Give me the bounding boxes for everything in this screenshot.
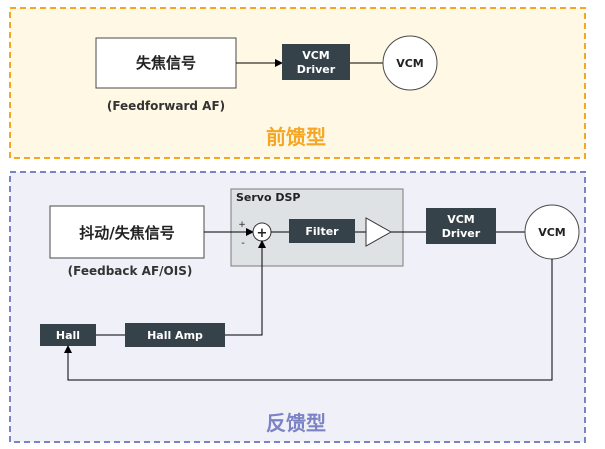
fb-driver-line2: Driver [442,227,481,240]
fb-path-vcm-to-hall [64,259,553,381]
hall-block [40,324,96,346]
amplifier-triangle [365,217,393,247]
servo-dsp-title: Servo DSP [236,191,300,204]
fb-vcm-label: VCM [538,226,566,239]
hall-label: Hall [56,329,80,342]
ff-section-title: 前馈型 [266,125,326,149]
ff-vcm-circle [382,35,438,91]
fb-section-title: 反馈型 [266,411,326,435]
filter-label: Filter [305,225,339,238]
fb-vcm-driver-block [426,208,496,244]
sum-minus-sign: - [241,238,245,249]
fb-signal-label: 抖动/失焦信号 [79,224,174,242]
ff-signal-box [95,37,237,89]
ff-vcm-label: VCM [396,57,424,70]
sum-symbol: + [257,226,268,241]
fb-caption: (Feedback AF/OIS) [68,264,193,278]
ff-signal-label: 失焦信号 [136,54,196,72]
feedback-section: Servo DSP 抖动/失焦信号 + + - Filter VCM Drive… [9,171,586,443]
feedforward-section: 失焦信号 VCM Driver VCM (Feedforward AF) 前馈型 [9,7,586,159]
fb-driver-line1: VCM [447,213,475,226]
ff-driver-line1: VCM [302,49,330,62]
ff-driver-line2: Driver [297,63,336,76]
sum-plus-sign: + [238,220,246,230]
hall-amp-block [125,323,225,347]
hall-amp-label: Hall Amp [147,329,203,342]
filter-block [289,219,355,243]
fb-signal-box [49,205,205,259]
ff-caption: (Feedforward AF) [107,99,225,113]
ff-vcm-driver-block [282,44,350,80]
fb-path-hallamp-to-sum [225,240,266,336]
